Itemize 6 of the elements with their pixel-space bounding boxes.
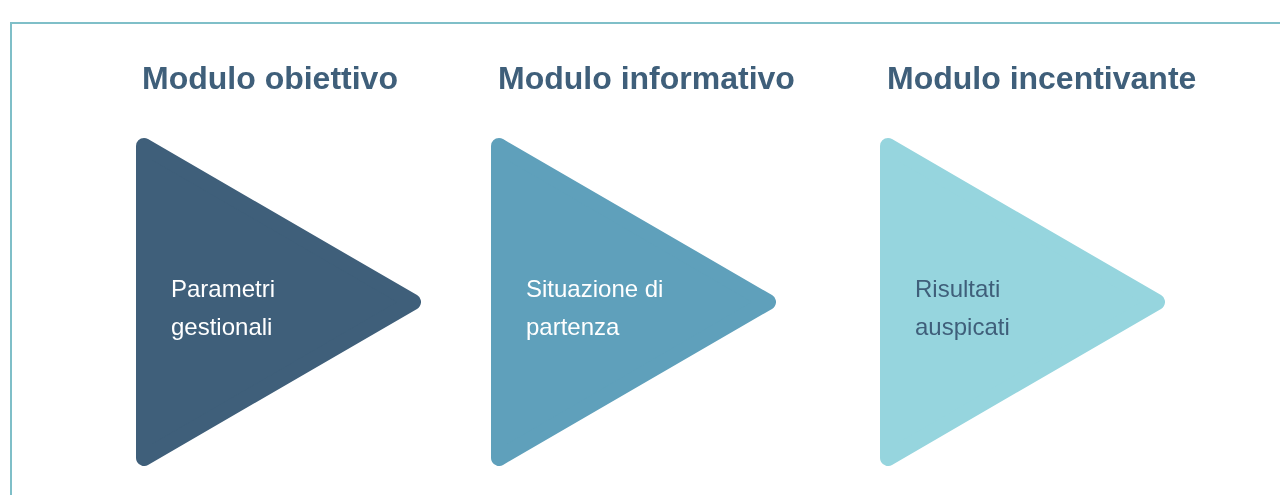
module-heading: Modulo informativo [498,59,795,98]
module-heading: Modulo incentivante [887,59,1197,98]
triangle-text: Risultati auspicati [915,274,1011,342]
triangle-text: Parametri gestionali [171,274,277,342]
module-heading: Modulo obiettivo [142,59,398,98]
triangle-text: Situazione di partenza [526,274,665,342]
